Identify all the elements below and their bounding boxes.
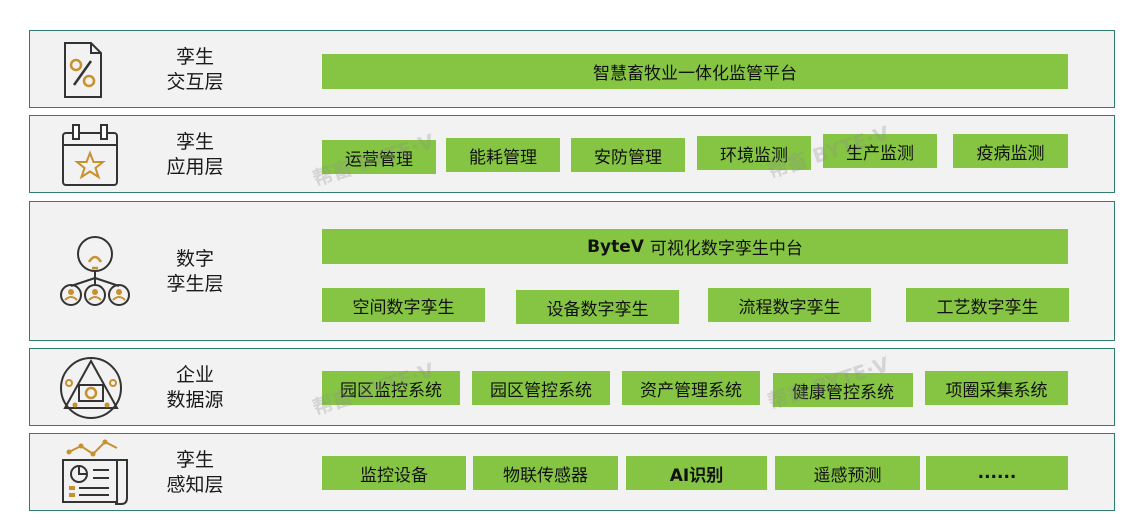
calendar-star-icon bbox=[55, 121, 125, 189]
twin-box: 工艺数字孪生 bbox=[906, 288, 1069, 322]
layer-enterprise-data: 企业 数据源 园区监控系统 园区管控系统 资产管理系统 健康管控系统 项圈采集系… bbox=[29, 348, 1115, 426]
app-box: 环境监测 bbox=[697, 136, 811, 170]
layer-interaction: 孪生 交互层 智慧畜牧业一体化监管平台 bbox=[29, 30, 1115, 108]
label-line: 孪生 bbox=[175, 131, 214, 153]
brand-label: ByteV bbox=[587, 236, 644, 257]
app-box: 安防管理 bbox=[571, 138, 685, 172]
app-box: 运营管理 bbox=[322, 140, 436, 174]
twin-box: 空间数字孪生 bbox=[322, 288, 485, 322]
twin-box: 流程数字孪生 bbox=[708, 288, 871, 322]
layer-label: 企业 数据源 bbox=[140, 363, 250, 413]
lightbulb-network-icon bbox=[55, 232, 135, 310]
triangle-data-icon bbox=[55, 353, 127, 423]
data-source-box: 资产管理系统 bbox=[622, 371, 760, 405]
data-source-box: 项圈采集系统 bbox=[925, 371, 1068, 405]
sensing-box: 遥感预测 bbox=[775, 456, 920, 490]
layer-perception: 孪生 感知层 监控设备 物联传感器 AI识别 遥感预测 ...... bbox=[29, 433, 1115, 511]
layer-label: 孪生 感知层 bbox=[140, 448, 250, 498]
layer-application: 孪生 应用层 运营管理 能耗管理 安防管理 环境监测 生产监测 疫病监测 帮畜 … bbox=[29, 115, 1115, 193]
twin-box: 设备数字孪生 bbox=[516, 290, 679, 324]
data-source-box: 健康管控系统 bbox=[773, 373, 913, 407]
percent-document-icon bbox=[55, 39, 109, 101]
label-line: 孪生 bbox=[175, 46, 214, 68]
label-line: 孪生层 bbox=[166, 273, 224, 295]
label-line: 感知层 bbox=[166, 474, 224, 496]
sensing-box: 监控设备 bbox=[322, 456, 466, 490]
platform-label: 可视化数字孪生中台 bbox=[649, 239, 803, 259]
sensing-box: AI识别 bbox=[626, 456, 767, 490]
label-line: 交互层 bbox=[166, 71, 224, 93]
platform-box: 智慧畜牧业一体化监管平台 bbox=[322, 54, 1068, 89]
app-box: 能耗管理 bbox=[446, 138, 560, 172]
label-line: 企业 bbox=[175, 364, 214, 386]
label-line: 应用层 bbox=[166, 156, 224, 178]
sensing-box: ...... bbox=[926, 456, 1068, 490]
layer-label: 孪生 应用层 bbox=[140, 130, 250, 180]
label-line: 孪生 bbox=[175, 449, 214, 471]
app-box: 疫病监测 bbox=[953, 134, 1068, 168]
sensing-box: 物联传感器 bbox=[473, 456, 618, 490]
label-line: 数字 bbox=[175, 248, 214, 270]
layer-label: 孪生 交互层 bbox=[140, 45, 250, 95]
data-source-box: 园区监控系统 bbox=[322, 371, 460, 405]
app-box: 生产监测 bbox=[823, 134, 937, 168]
data-source-box: 园区管控系统 bbox=[472, 371, 610, 405]
label-line: 数据源 bbox=[166, 389, 224, 411]
layer-label: 数字 孪生层 bbox=[140, 247, 250, 297]
report-chart-icon bbox=[55, 436, 135, 508]
